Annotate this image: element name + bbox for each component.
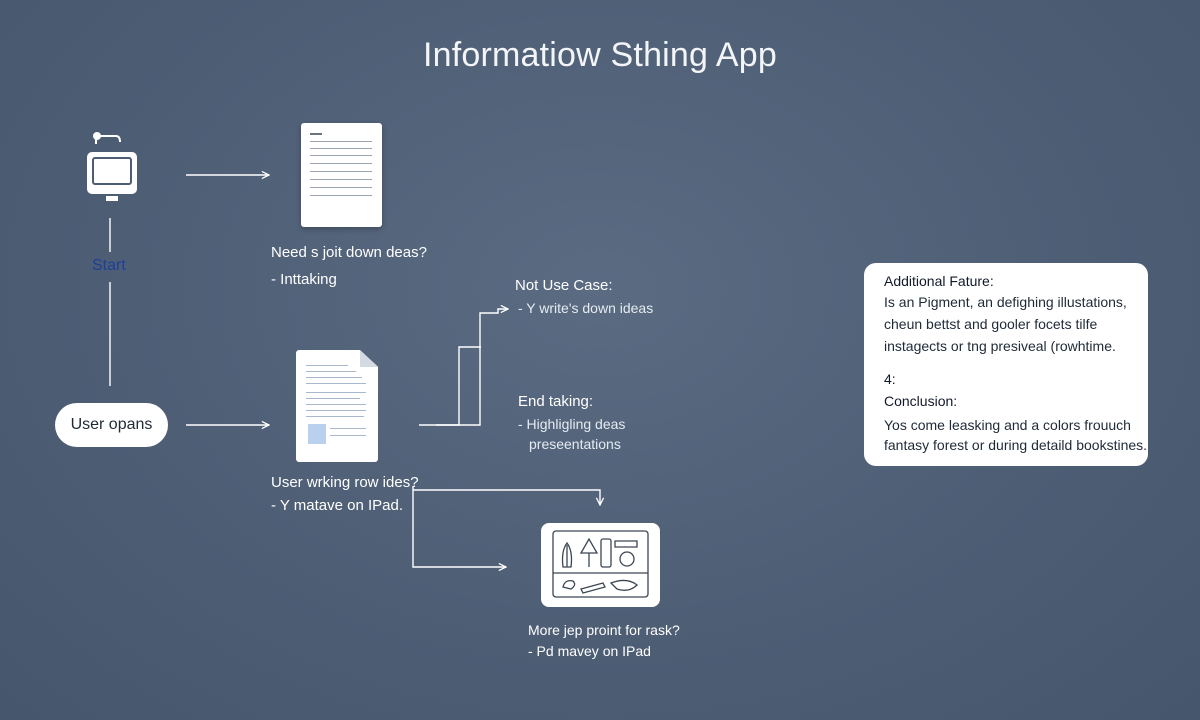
step3-detail: - Pd mavey on IPad xyxy=(528,643,651,659)
step2-title: User wrking row ides? xyxy=(271,474,419,491)
info-line-5: fantasy forest or during detaild booksti… xyxy=(884,437,1148,453)
end-taking-detail-1: - Highligling deas xyxy=(518,416,626,432)
info-line-2: cheun bettst and gooler focets tilfe xyxy=(884,316,1098,332)
document-icon xyxy=(301,123,382,227)
end-taking-title: End taking: xyxy=(518,393,594,410)
illustration-card xyxy=(541,523,660,607)
info-card: Additional Fature: Is an Pigment, an def… xyxy=(864,263,1148,466)
info-number: 4: xyxy=(884,371,896,387)
branch-to-illustration xyxy=(412,486,506,567)
step2-detail: - Y matave on IPad. xyxy=(271,497,404,514)
monitor-icon xyxy=(87,132,137,201)
use-case-title: Not Use Case: xyxy=(515,277,613,294)
info-line-1: Is an Pigment, an defighing illustations… xyxy=(884,294,1127,310)
end-taking-detail-2: preseentations xyxy=(529,436,621,452)
branch-outer xyxy=(419,346,481,426)
user-opens-button[interactable]: User opans xyxy=(55,403,168,447)
info-heading-feature: Additional Fature: xyxy=(884,273,994,289)
info-heading-conclusion: Conclusion: xyxy=(884,393,958,409)
use-case-detail: - Y write's down ideas xyxy=(518,300,654,316)
document-page-icon xyxy=(296,350,378,462)
step1-detail: - Inttaking xyxy=(271,271,337,288)
branch-down-right xyxy=(413,489,600,505)
illustration-icon xyxy=(552,530,649,598)
info-line-3: instagects or tng presiveal (rowhtime. xyxy=(884,338,1116,354)
page-title: Informatiow Sthing App xyxy=(422,36,778,74)
step3-title: More jep proint for rask? xyxy=(528,622,680,638)
info-line-4: Yos come leasking and a colors frouuch xyxy=(884,417,1131,433)
step1-title: Need s joit down deas? xyxy=(271,244,427,261)
start-label: Start xyxy=(92,257,126,274)
branch-inner xyxy=(436,309,508,426)
